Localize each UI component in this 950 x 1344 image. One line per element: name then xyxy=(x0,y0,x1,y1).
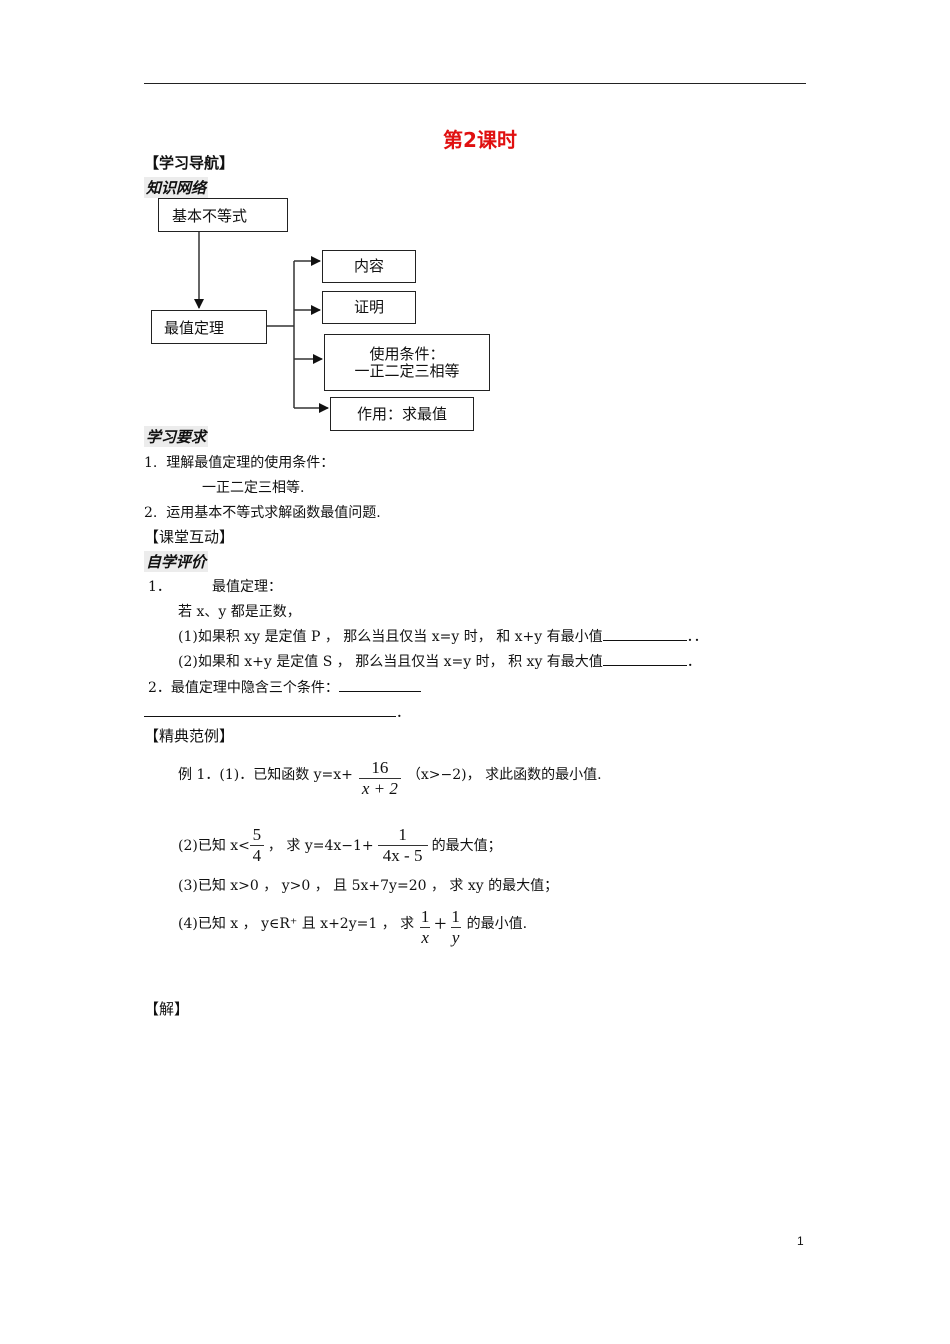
requirement-item-1: 1. 理解最值定理的使用条件： xyxy=(144,455,335,471)
example-1-part4: (4)已知 x ， y∈R⁺ 且 x+2y=1 ， 求 1 x + 1 y 的最… xyxy=(178,907,528,947)
diagram-node-usage-conditions: 使用条件： 一正二定三相等 xyxy=(324,334,490,391)
diagram-node-extremum-theorem: 最值定理 xyxy=(151,310,267,344)
section-classic-examples: 【精典范例】 xyxy=(144,727,235,745)
fraction: 5 4 xyxy=(249,825,264,866)
answer-blank[interactable] xyxy=(338,677,421,692)
diagram-node-label: 作用：求最值 xyxy=(356,404,447,423)
diagram-node-label: 最值定理 xyxy=(164,318,225,337)
self-eval-q1-part2: (2)如果和 x+y 是定值 S ， 那么当且仅当 x=y 时， 积 xy 有最… xyxy=(178,651,701,671)
knowledge-diagram-connectors xyxy=(194,231,329,413)
fraction: 1 y xyxy=(450,907,461,947)
fraction: 1 4x - 5 xyxy=(377,825,428,866)
answer-blank[interactable] xyxy=(602,626,687,641)
self-eval-q1-num: 1． xyxy=(148,579,171,595)
section-learning-nav: 【学习导航】 xyxy=(144,154,235,172)
example-1-part2: (2)已知 x< 5 4 ， 求 y=4x−1+ 1 4x - 5 的最大值； xyxy=(178,824,502,866)
page-number: 1 xyxy=(797,1234,804,1248)
diagram-node-label: 内容 xyxy=(353,257,384,275)
diagram-node-content: 内容 xyxy=(322,250,416,283)
section-knowledge-network: 知识网络 xyxy=(144,177,209,198)
fraction: 1 x xyxy=(420,907,431,947)
answer-blank[interactable] xyxy=(144,702,396,717)
answer-blank[interactable] xyxy=(602,651,687,666)
self-eval-q1-part1: (1)如果积 xy 是定值 P ， 那么当且仅当 x=y 时， 和 x+y 有最… xyxy=(178,626,708,646)
diagram-node-label-line1: 使用条件： xyxy=(369,344,445,363)
fraction: 16 x + 2 xyxy=(358,758,401,799)
diagram-node-label-line2: 一正二定三相等 xyxy=(354,361,460,380)
section-solution: 【解】 xyxy=(144,1000,190,1018)
diagram-node-basic-inequality: 基本不等式 xyxy=(158,198,288,232)
example-1-part3: (3)已知 x>0 ， y>0 ， 且 5x+7y=20 ， 求 xy 的最大值… xyxy=(178,878,559,894)
diagram-node-purpose: 作用：求最值 xyxy=(330,397,474,431)
page-title: 第2课时 xyxy=(443,128,517,152)
section-learning-requirements: 学习要求 xyxy=(144,426,209,447)
diagram-node-label: 基本不等式 xyxy=(172,206,248,225)
self-eval-q1-premise: 若 x、y 都是正数， xyxy=(178,604,301,620)
requirement-item-1-detail: 一正二定三相等. xyxy=(202,480,305,496)
diagram-node-proof: 证明 xyxy=(322,291,416,324)
self-eval-q1-title: 最值定理： xyxy=(212,579,282,595)
example-1-part1: 例 1．(1)．已知函数 y=x+ 16 x + 2 （x>−2)， 求此函数的… xyxy=(178,758,602,799)
section-classroom-interaction: 【课堂互动】 xyxy=(144,528,235,546)
self-eval-q2-continuation: ． xyxy=(144,702,410,722)
header-rule xyxy=(144,83,806,84)
diagram-node-label: 证明 xyxy=(353,298,384,316)
section-self-evaluation: 自学评价 xyxy=(144,551,209,572)
requirement-item-2: 2. 运用基本不等式求解函数最值问题. xyxy=(144,505,381,521)
self-eval-q2: 2．最值定理中隐含三个条件： xyxy=(148,677,421,697)
